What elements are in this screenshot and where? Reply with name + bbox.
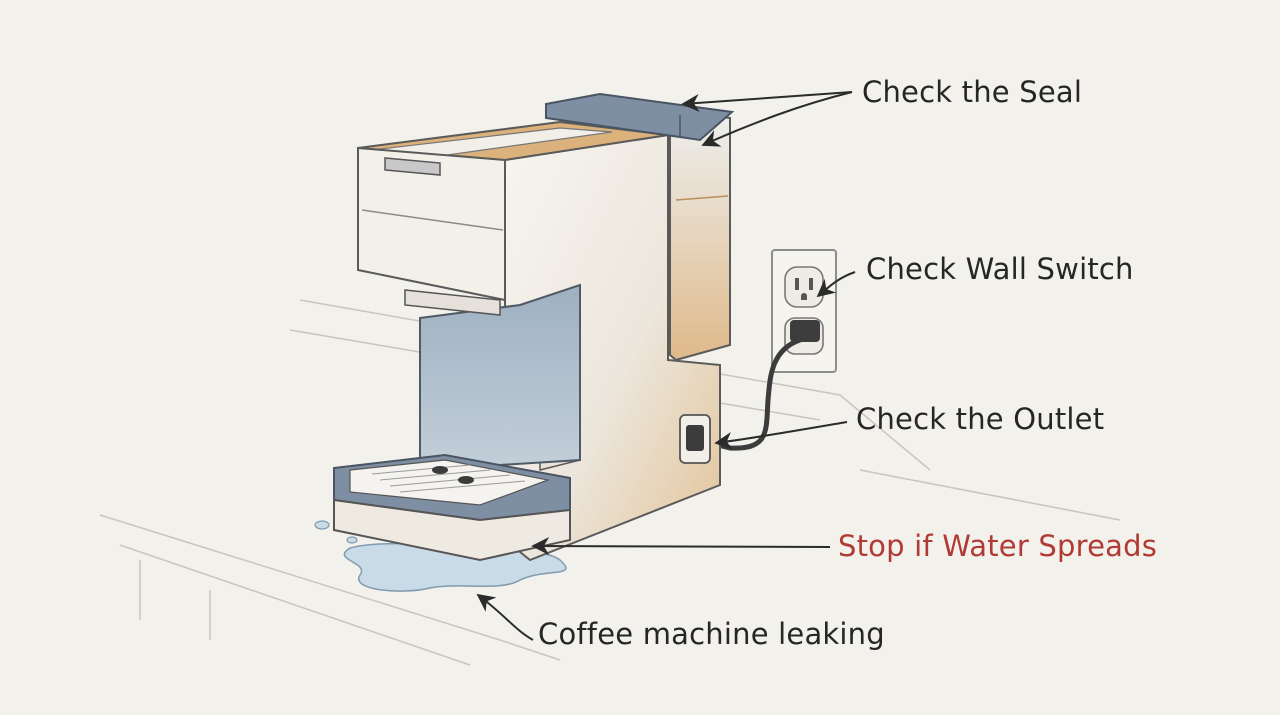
arrow-caption — [476, 593, 534, 641]
arrow-stop — [531, 537, 831, 556]
caption: Coffee machine leaking — [538, 617, 885, 651]
arrow-seal-lid — [681, 91, 853, 112]
leader-arrows — [476, 91, 856, 641]
power-cord-icon — [715, 337, 803, 451]
label-stop-water: Stop if Water Spreads — [838, 529, 1158, 563]
label-check-seal: Check the Seal — [862, 75, 1083, 109]
arrow-seal-tank — [701, 91, 853, 147]
label-check-outlet: Check the Outlet — [856, 402, 1105, 436]
arrow-outlet — [714, 421, 848, 450]
coffee-machine-icon — [333, 92, 735, 562]
arrow-wall-switch — [816, 271, 856, 298]
label-check-wall-switch: Check Wall Switch — [866, 252, 1134, 286]
counter-lines — [99, 299, 1121, 666]
